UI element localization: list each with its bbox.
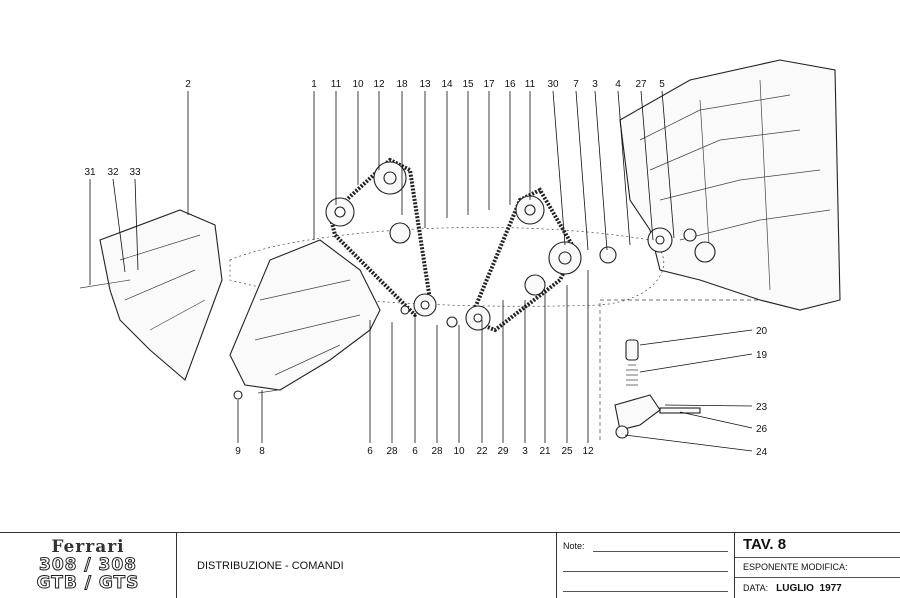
leader-line xyxy=(552,90,566,246)
callout-label-10: 10 xyxy=(453,446,465,457)
callout-label-15: 15 xyxy=(462,79,474,90)
outer-cover xyxy=(99,209,223,381)
leader-line xyxy=(624,434,753,452)
callout-label-27: 27 xyxy=(635,79,647,90)
callout-label-21: 21 xyxy=(539,446,551,457)
leader-line xyxy=(639,329,753,346)
callout-label-14: 14 xyxy=(441,79,453,90)
leader-line xyxy=(134,178,139,271)
callout-label-16: 16 xyxy=(504,79,516,90)
note-line xyxy=(563,571,728,572)
tensioner-assembly xyxy=(599,299,760,440)
callout-label-32: 32 xyxy=(107,167,119,178)
callout-label-13: 13 xyxy=(419,79,431,90)
leader-line xyxy=(639,353,753,373)
note-line xyxy=(563,591,728,592)
callout-label-8: 8 xyxy=(259,446,265,457)
callout-label-6: 6 xyxy=(367,446,373,457)
callout-label-10: 10 xyxy=(352,79,364,90)
callout-label-11: 11 xyxy=(331,79,342,90)
ferrari-308-logo: Ferrari 308 / 308 GTB / GTS xyxy=(0,533,177,598)
leader-line xyxy=(575,90,589,251)
callout-label-2: 2 xyxy=(185,79,191,90)
callout-label-20: 20 xyxy=(756,326,768,337)
drawing-title-cell: DISTRIBUZIONE - COMANDI xyxy=(177,533,557,598)
callout-label-6: 6 xyxy=(412,446,418,457)
callout-label-23: 23 xyxy=(756,402,768,413)
tav-number: TAV. 8 xyxy=(735,533,900,558)
callout-label-12: 12 xyxy=(373,79,385,90)
title-block: Ferrari 308 / 308 GTB / GTS DISTRIBUZION… xyxy=(0,532,900,598)
leader-line xyxy=(112,178,126,273)
leader-line xyxy=(664,404,753,407)
model-line-1: 308 / 308 xyxy=(38,555,138,575)
callout-label-3: 3 xyxy=(592,79,598,90)
esponente-modifica: ESPONENTE MODIFICA: xyxy=(735,558,900,579)
callout-label-33: 33 xyxy=(129,167,141,178)
date-value: LUGLIO 1977 xyxy=(776,582,842,594)
callout-label-28: 28 xyxy=(386,446,398,457)
date-label: DATA: xyxy=(743,583,769,594)
callout-label-12: 12 xyxy=(582,446,594,457)
callout-label-29: 29 xyxy=(497,446,509,457)
pulleys xyxy=(325,161,716,331)
drawing-title: DISTRIBUZIONE - COMANDI xyxy=(197,559,344,572)
leader-line xyxy=(640,90,654,241)
leader-line xyxy=(617,90,631,246)
leader-line xyxy=(661,90,675,239)
leader-line xyxy=(594,90,608,251)
callout-label-5: 5 xyxy=(659,79,665,90)
callout-label-11: 11 xyxy=(525,79,536,90)
brand-logo: Ferrari xyxy=(51,537,125,557)
engine-block xyxy=(229,59,841,311)
callout-label-1: 1 xyxy=(311,79,317,90)
callout-label-28: 28 xyxy=(431,446,443,457)
callout-label-19: 19 xyxy=(756,350,768,361)
callout-label-25: 25 xyxy=(561,446,573,457)
date-row: DATA: LUGLIO 1977 xyxy=(735,578,900,598)
callout-label-31: 31 xyxy=(84,167,96,178)
callout-label-4: 4 xyxy=(615,79,621,90)
callout-label-24: 24 xyxy=(756,447,768,458)
note-label: Note: xyxy=(563,541,585,551)
model-line-2: GTB / GTS xyxy=(36,573,140,593)
callout-label-22: 22 xyxy=(476,446,488,457)
table-info-cell: TAV. 8 ESPONENTE MODIFICA: DATA: LUGLIO … xyxy=(735,533,900,598)
callout-label-9: 9 xyxy=(235,446,241,457)
note-cell: Note: xyxy=(557,533,735,598)
inner-cover xyxy=(229,239,381,391)
callout-label-26: 26 xyxy=(756,424,768,435)
leader-line xyxy=(679,411,753,429)
note-line xyxy=(593,551,728,552)
callout-label-3: 3 xyxy=(522,446,528,457)
callout-label-30: 30 xyxy=(547,79,559,90)
callout-label-7: 7 xyxy=(573,79,579,90)
callout-label-18: 18 xyxy=(396,79,408,90)
callout-label-17: 17 xyxy=(483,79,495,90)
